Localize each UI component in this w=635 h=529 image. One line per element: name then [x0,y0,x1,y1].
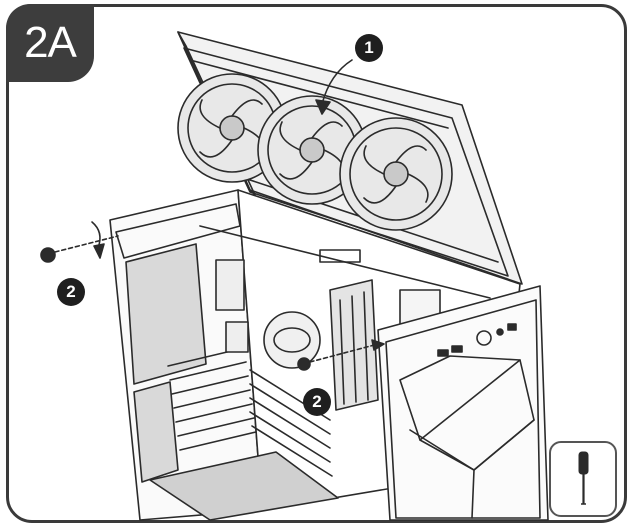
fan-3 [339,117,453,231]
step-label: 2A [6,4,94,82]
front-panel [377,285,549,521]
callout-1: 1 [355,34,383,62]
fan-2 [257,95,367,205]
case-body [109,189,521,521]
callout-2-rear: 2 [57,278,85,306]
screwdriver-icon [578,451,589,505]
rear-thumbscrew [40,221,119,263]
lift-arrow [315,59,353,115]
front-thumbscrew [297,339,385,371]
top-fan-panel [177,31,523,285]
callout-2-front: 2 [303,388,331,416]
